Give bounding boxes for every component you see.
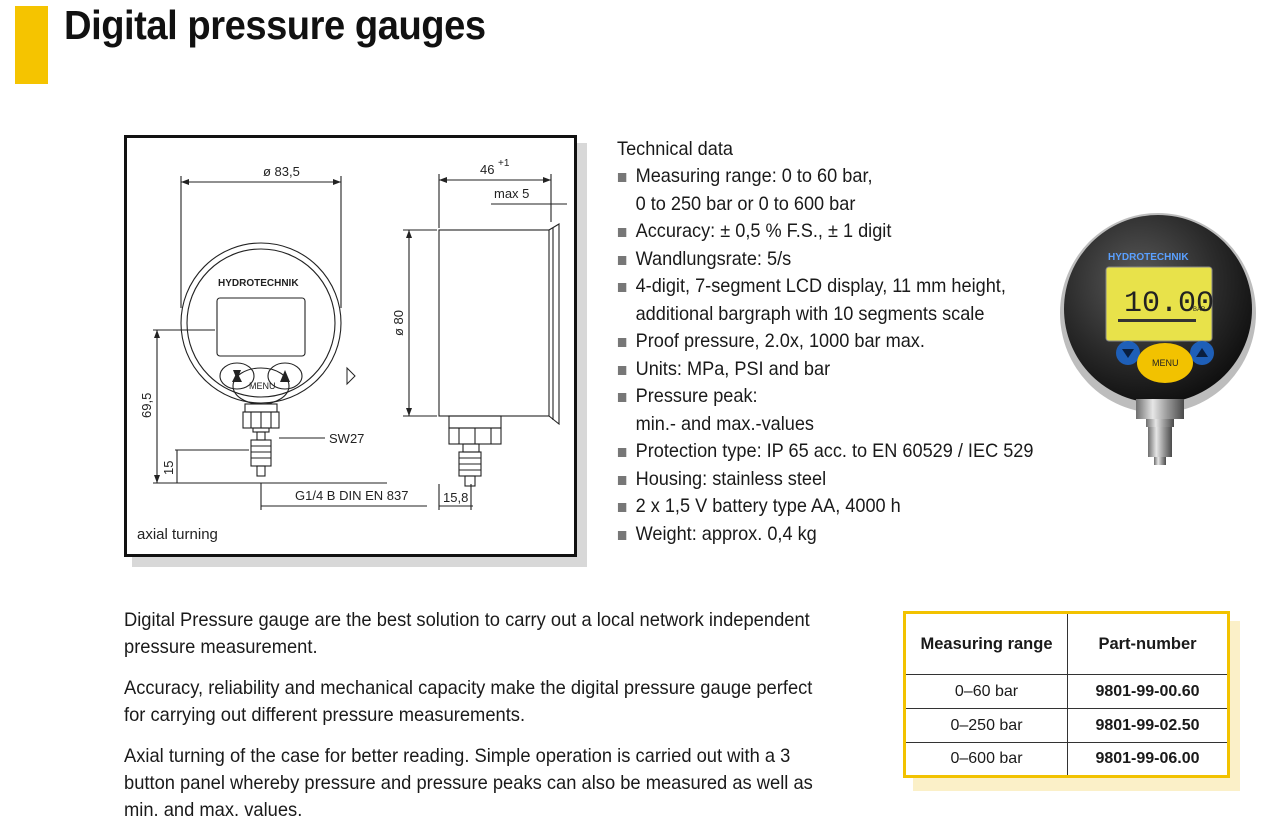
- list-item: Measuring range: 0 to 60 bar, 0 to 250 ba…: [617, 163, 1033, 218]
- title-accent-bar: [15, 6, 48, 84]
- bullet-icon: [617, 283, 627, 292]
- drawing-caption: axial turning: [137, 526, 218, 543]
- list-item-text: 0 to 250 bar or 0 to 600 bar: [635, 192, 856, 215]
- list-item-text: 4-digit, 7-segment LCD display, 11 mm he…: [635, 275, 1006, 297]
- front-button-up: [267, 362, 303, 390]
- photo-lcd-reading: 10.00: [1124, 287, 1214, 321]
- bullet-icon: [617, 475, 627, 485]
- bullet-icon: [617, 255, 627, 265]
- table-header-row: Measuring range Part-number: [904, 612, 1229, 675]
- photo-button-menu: [1137, 343, 1193, 383]
- bullet-icon: [617, 173, 627, 182]
- column-header-measuring-range: Measuring range: [904, 612, 1068, 675]
- dim-max: max 5: [494, 186, 529, 201]
- photo-lcd-bargraph: [1118, 319, 1196, 322]
- technical-data: Technical data Measuring range: 0 to 60 …: [617, 136, 1033, 548]
- page-title: Digital pressure gauges: [64, 2, 486, 48]
- photo-brand-label: HYDROTECHNIK: [1108, 252, 1189, 263]
- description-paragraph-1: Digital Pressure gauge are the best solu…: [124, 609, 810, 658]
- column-header-part-number: Part-number: [1067, 612, 1229, 675]
- drawing-menu-label: MENU: [249, 381, 276, 391]
- cell-part-number: 9801-99-02.50: [1067, 708, 1229, 743]
- technical-data-list: Measuring range: 0 to 60 bar, 0 to 250 ba…: [617, 163, 1033, 548]
- bullet-icon: [617, 503, 627, 512]
- side-case: [438, 229, 550, 417]
- dim-thread: G1/4 B DIN EN 837: [295, 488, 408, 503]
- list-item-text: Protection type: IP 65 acc. to EN 60529 …: [635, 440, 1034, 462]
- list-item: 4-digit, 7-segment LCD display, 11 mm he…: [617, 273, 1033, 328]
- dim-port-height: 15: [161, 461, 176, 475]
- list-item-text: Wandlungsrate: 5/s: [635, 247, 792, 270]
- table-row: 0–600 bar 9801-99-06.00: [904, 742, 1229, 777]
- dim-port-length: 15,8: [443, 490, 468, 505]
- dim-diameter-face: ø 83,5: [263, 164, 300, 179]
- description-paragraph-2: Accuracy, reliability and mechanical cap…: [124, 677, 813, 726]
- cell-part-number: 9801-99-06.00: [1067, 742, 1229, 777]
- list-item-text: additional bargraph with 10 segments sca…: [635, 302, 985, 325]
- cell-measuring-range: 0–600 bar: [904, 742, 1068, 777]
- bullet-icon: [617, 448, 627, 457]
- front-thread: [250, 439, 272, 467]
- photo-hex-nut: [1136, 399, 1184, 419]
- part-number-table: Measuring range Part-number 0–60 bar 980…: [903, 611, 1230, 778]
- photo-menu-label: MENU: [1152, 358, 1179, 368]
- list-item-text: Pressure peak:: [635, 385, 758, 407]
- list-item-text: Weight: approx. 0,4 kg: [635, 522, 817, 545]
- list-item-text: Units: MPa, PSI and bar: [635, 357, 831, 380]
- up-arrow-icon: [1196, 348, 1208, 357]
- front-lcd-window: [216, 297, 306, 357]
- cell-measuring-range: 0–250 bar: [904, 708, 1068, 743]
- list-item-text: Proof pressure, 2.0x, 1000 bar max.: [635, 330, 925, 352]
- list-item: Housing: stainless steel: [617, 466, 1033, 494]
- list-item-text: Housing: stainless steel: [635, 467, 827, 490]
- bullet-icon: [617, 228, 627, 237]
- list-item: Proof pressure, 2.0x, 1000 bar max.: [617, 328, 1033, 356]
- dim-depth: 46: [480, 162, 494, 177]
- list-item-text: Measuring range: 0 to 60 bar,: [635, 165, 873, 187]
- drawing-brand-label: HYDROTECHNIK: [218, 278, 299, 289]
- list-item: Units: MPa, PSI and bar: [617, 356, 1033, 384]
- down-arrow-icon: [1122, 349, 1134, 358]
- technical-drawing: ø 83,5 46 +1 max 5 ø 80 69,5 15 SW27 G1/…: [124, 135, 577, 557]
- photo-thread: [1148, 427, 1172, 457]
- gauge-product-photo: HYDROTECHNIK 10.00 BAR MENU: [1060, 213, 1256, 465]
- bullet-icon: [617, 338, 627, 347]
- dim-height: 69,5: [139, 393, 154, 418]
- list-item: 2 x 1,5 V battery type AA, 4000 h: [617, 493, 1033, 521]
- bullet-icon: [617, 365, 627, 375]
- photo-lcd-screen: [1105, 266, 1213, 342]
- bullet-icon: [617, 393, 627, 402]
- dim-wrench: SW27: [329, 431, 364, 446]
- dim-diameter-case: ø 80: [391, 310, 406, 336]
- photo-lcd-unit: BAR: [1193, 307, 1206, 313]
- table-row: 0–250 bar 9801-99-02.50: [904, 708, 1229, 743]
- list-item: Pressure peak: min.- and max.-values: [617, 383, 1033, 438]
- list-item: Wandlungsrate: 5/s: [617, 246, 1033, 274]
- description-paragraph-3: Axial turning of the case for better rea…: [124, 745, 813, 821]
- cell-part-number: 9801-99-00.60: [1067, 674, 1229, 709]
- cell-measuring-range: 0–60 bar: [904, 674, 1068, 709]
- list-item-text: Accuracy: ± 0,5 % F.S., ± 1 digit: [635, 220, 892, 242]
- gauge-dimension-drawing: ø 83,5 46 +1 max 5 ø 80 69,5 15 SW27 G1/…: [139, 158, 567, 510]
- list-item: Weight: approx. 0,4 kg: [617, 521, 1033, 549]
- list-item: Protection type: IP 65 acc. to EN 60529 …: [617, 438, 1033, 466]
- list-item: Accuracy: ± 0,5 % F.S., ± 1 digit: [617, 218, 1033, 246]
- list-item-text: 2 x 1,5 V battery type AA, 4000 h: [635, 495, 901, 517]
- bullet-icon: [617, 530, 627, 540]
- front-button-down: [219, 362, 255, 390]
- list-item-text: min.- and max.-values: [635, 412, 815, 435]
- technical-data-heading: Technical data: [617, 138, 733, 160]
- front-outer-ring: [180, 242, 342, 404]
- table-row: 0–60 bar 9801-99-00.60: [904, 674, 1229, 709]
- dim-depth-tolerance: +1: [498, 158, 510, 169]
